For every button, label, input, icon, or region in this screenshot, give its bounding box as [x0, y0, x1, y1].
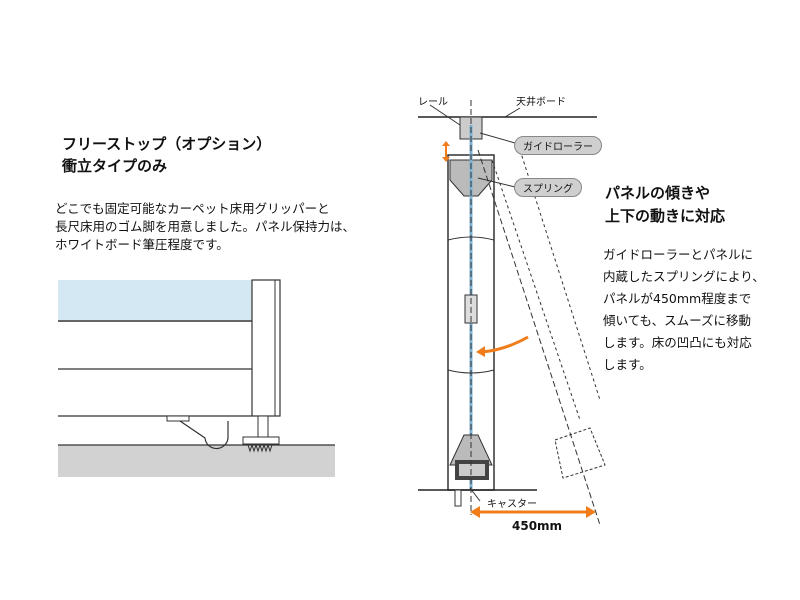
right-body-4: 傾いても、スムーズに移動 — [603, 313, 752, 328]
right-body-1: ガイドローラーとパネルに — [603, 247, 754, 262]
free-stop-illustration — [58, 279, 335, 477]
tilt-arrow — [476, 335, 529, 357]
left-body-3: ホワイトボード筆圧程度です。 — [55, 237, 229, 252]
spring-label: スプリング — [514, 178, 582, 197]
caster-label: キャスター — [487, 499, 537, 510]
rail-label: レール — [418, 97, 448, 108]
guide-roller-label: ガイドローラー — [514, 136, 602, 155]
ceiling-label: 天井ボード — [516, 97, 566, 108]
right-title-line2: 上下の動きに対応 — [605, 207, 726, 225]
vertical-move-arrow — [442, 141, 450, 162]
right-body-3: パネルが450mm程度まで — [603, 291, 752, 306]
panel-cross-section — [418, 100, 606, 526]
left-body-1: どこでも固定可能なカーペット床用グリッパーと — [55, 201, 330, 216]
left-body-2: 長尺床用のゴム脚を用意しました。パネル保持力は、 — [55, 219, 356, 234]
left-title-line2: 衝立タイプのみ — [62, 157, 168, 175]
distance-label: 450mm — [512, 519, 563, 533]
left-title-line1: フリーストップ（オプション） — [62, 135, 272, 153]
right-body-6: します。 — [603, 357, 652, 372]
right-body-2: 内蔵したスプリングにより、 — [603, 269, 765, 284]
right-title-line1: パネルの傾きや — [605, 184, 711, 202]
right-body-5: します。床の凹凸にも対応 — [603, 335, 752, 350]
distance-arrow — [470, 506, 596, 518]
